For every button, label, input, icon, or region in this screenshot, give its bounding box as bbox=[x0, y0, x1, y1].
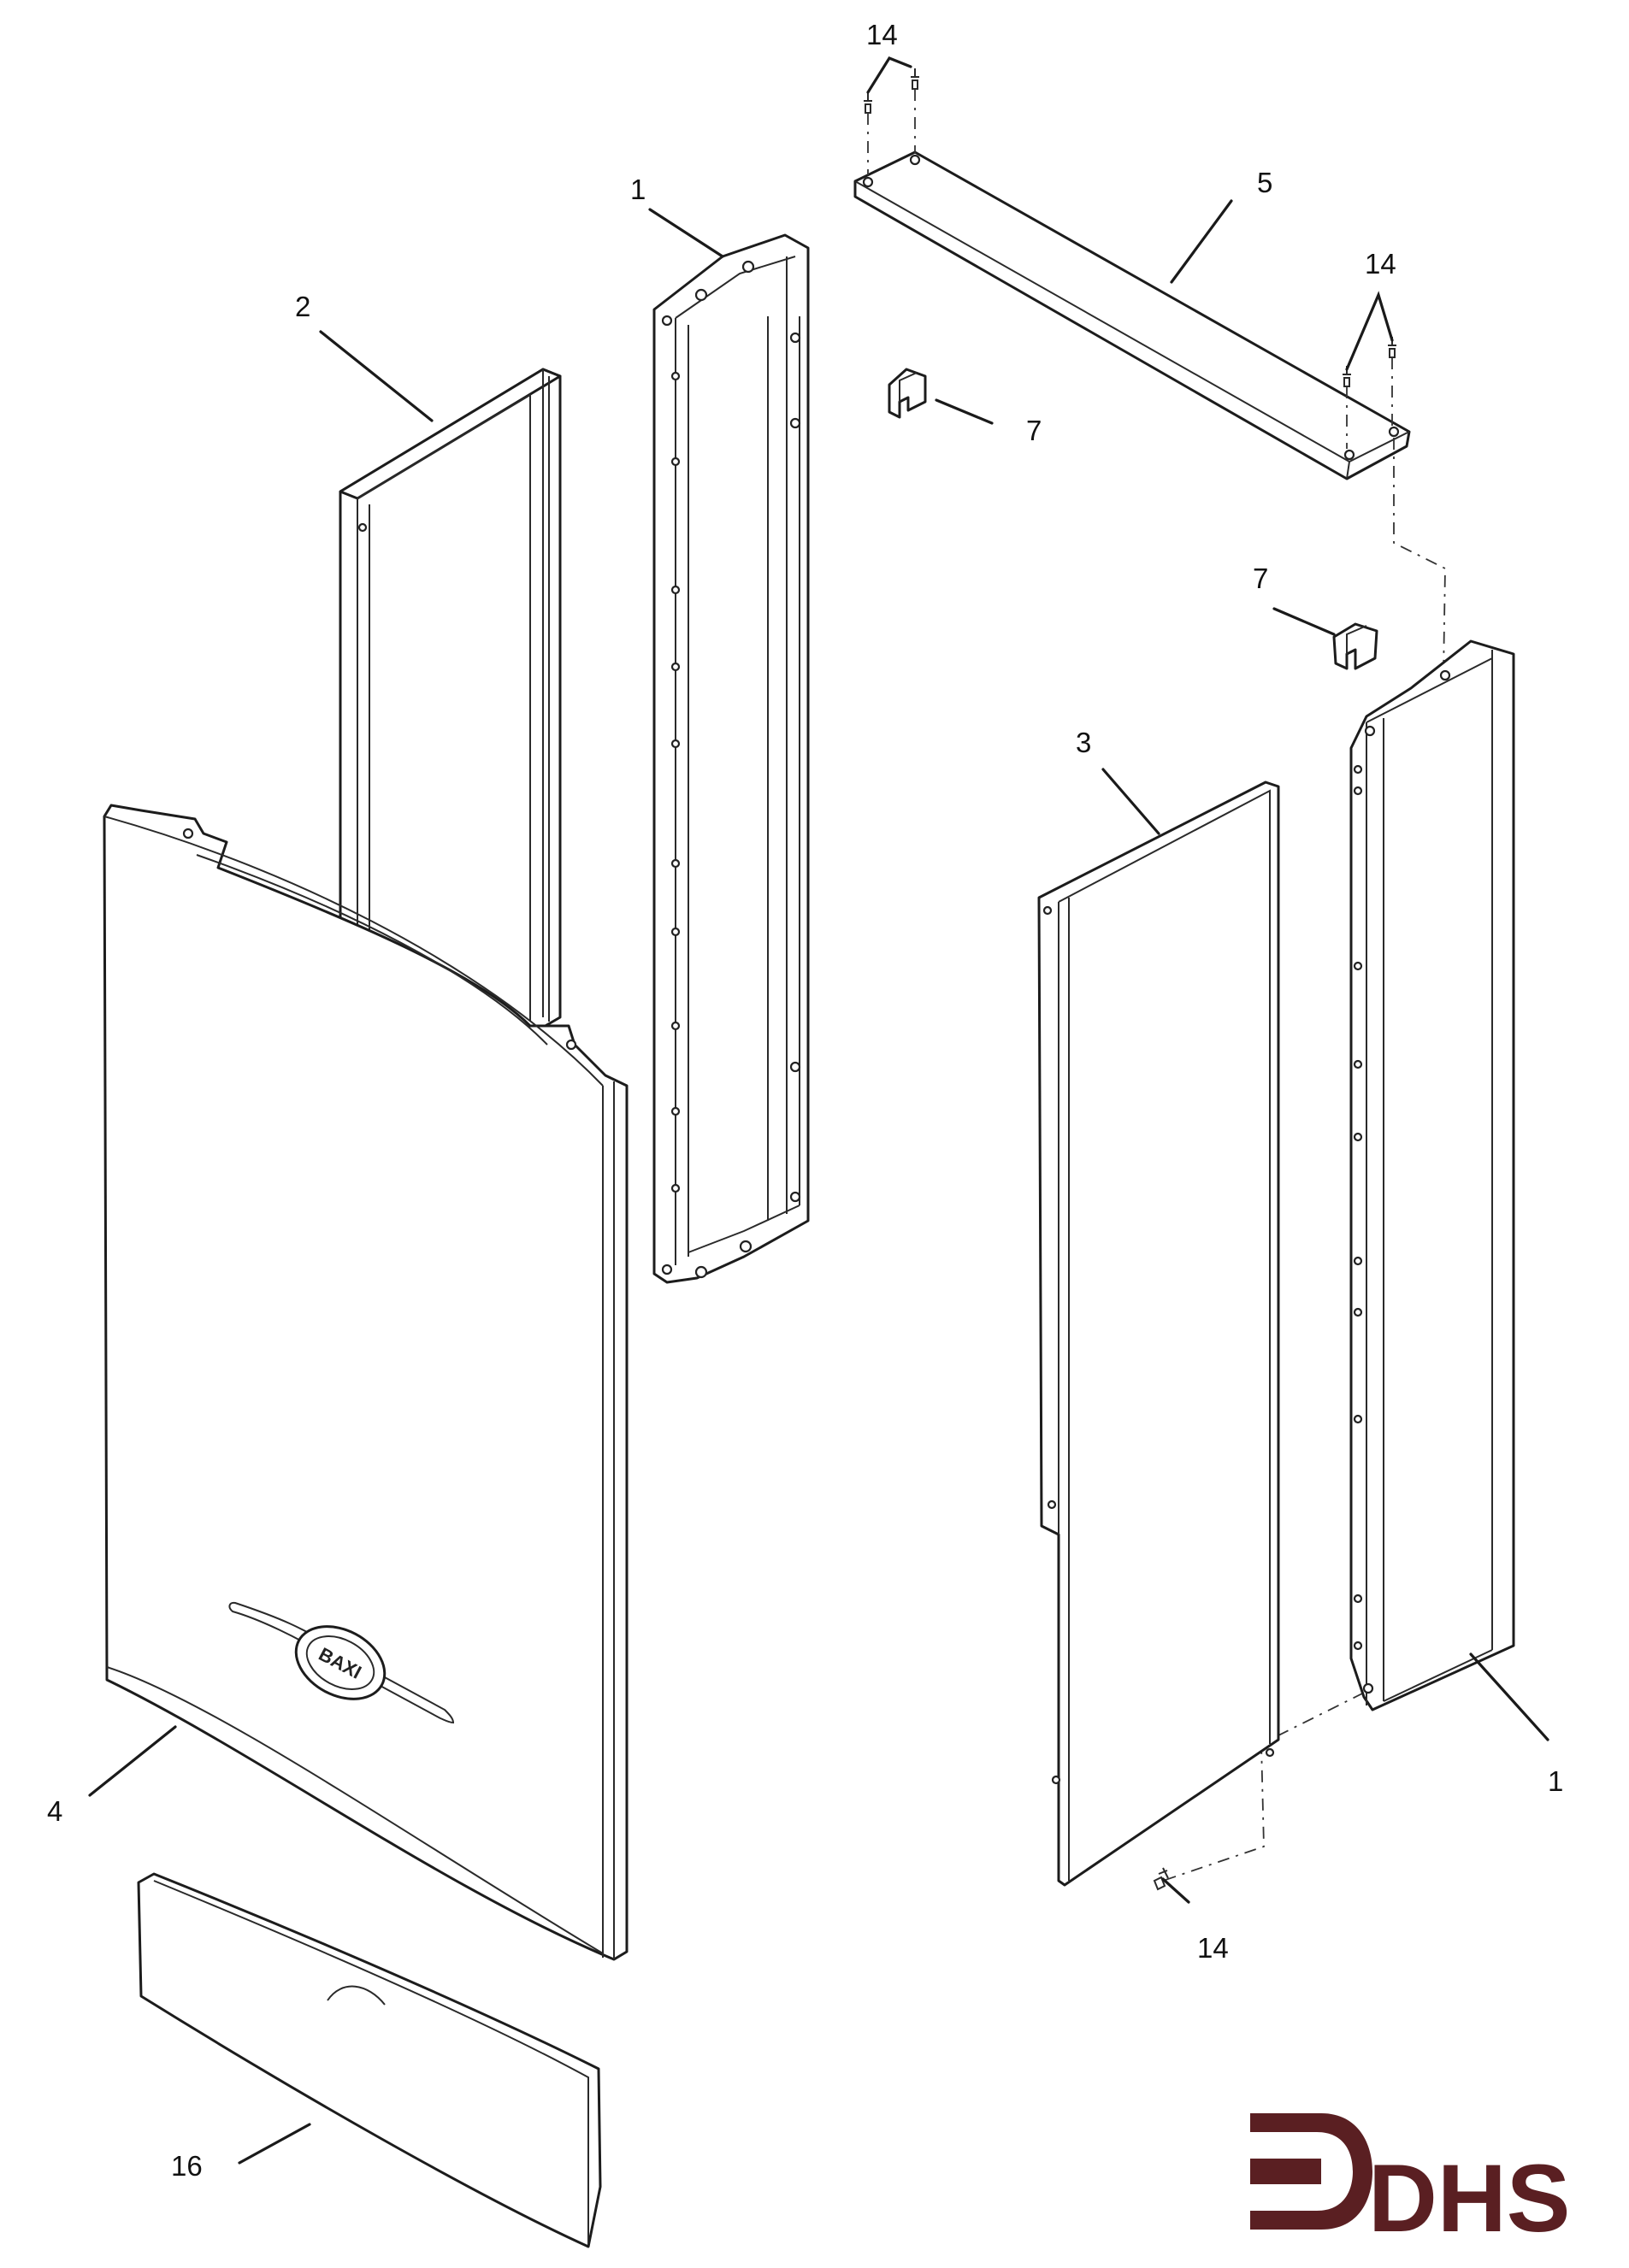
screws-14-top bbox=[864, 68, 1396, 449]
dhs-logo: DHS bbox=[1250, 2113, 1570, 2252]
callout-3: 3 bbox=[1076, 727, 1091, 758]
callout-7-upper: 7 bbox=[1026, 415, 1042, 446]
part-5-top-bar bbox=[853, 150, 1411, 480]
callout-16: 16 bbox=[171, 2150, 203, 2182]
part-1-right-side-channel bbox=[1349, 639, 1515, 1711]
part-4-front-door bbox=[103, 804, 629, 1961]
callout-14-top-left: 14 bbox=[866, 19, 898, 50]
callout-5: 5 bbox=[1257, 167, 1272, 198]
screw-14-bottom bbox=[1153, 1867, 1169, 1891]
callout-1-right: 1 bbox=[1548, 1765, 1563, 1797]
callout-7-lower: 7 bbox=[1253, 563, 1268, 594]
part-16-bottom-trim bbox=[137, 1872, 602, 2248]
assembly-line-right bbox=[1393, 438, 1446, 676]
callout-2: 2 bbox=[295, 291, 310, 322]
dhs-logo-mark bbox=[1250, 2113, 1372, 2230]
callout-14-bottom: 14 bbox=[1197, 1932, 1229, 1964]
assembly-line-lower bbox=[1162, 1692, 1365, 1882]
leader-lines bbox=[88, 56, 1549, 2165]
part-3-side-panel bbox=[1037, 781, 1280, 1887]
callout-labels: 14 1 5 14 2 7 7 3 1 4 14 16 bbox=[47, 19, 1563, 2182]
callout-1-left: 1 bbox=[630, 174, 646, 205]
baxi-badge: BAXI bbox=[228, 1601, 455, 1724]
callout-14-top-right: 14 bbox=[1365, 248, 1396, 280]
part-7-clip-upper bbox=[888, 368, 927, 419]
dhs-logo-text: DHS bbox=[1368, 2145, 1570, 2252]
part-7-clip-lower bbox=[1332, 622, 1378, 670]
part-1-left-side-channel bbox=[652, 233, 810, 1284]
callout-4: 4 bbox=[47, 1795, 62, 1827]
